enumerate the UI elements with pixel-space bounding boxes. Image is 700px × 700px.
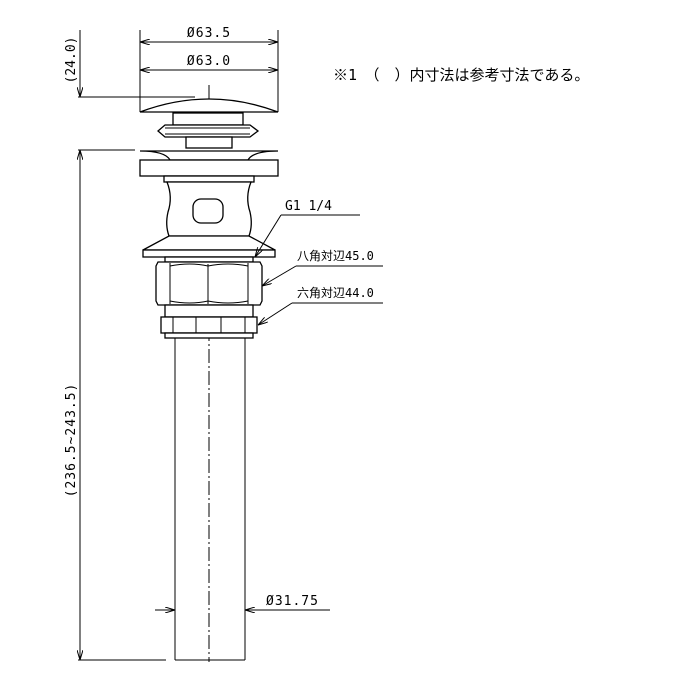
thread-callout: G1 1/4 — [255, 199, 360, 257]
reference-note: ※1 （ ）内寸法は参考寸法である。 — [333, 66, 589, 84]
tailpipe — [174, 338, 246, 661]
top-inner-diameter-label: Ø63.0 — [187, 54, 231, 69]
cap-height-label: (24.0) — [64, 37, 79, 84]
height-dimensions: (24.0) (236.5~243.5) — [64, 30, 195, 661]
thread-label: G1 1/4 — [285, 199, 332, 214]
top-outer-diameter-label: Ø63.5 — [187, 26, 231, 41]
octagon-nut — [155, 261, 263, 306]
hex-nut — [160, 304, 258, 339]
slot — [192, 198, 224, 224]
top-diameter-dimensions: Ø63.5 Ø63.0 — [139, 26, 279, 112]
octagon-nut-label: 八角対辺45.0 — [297, 249, 374, 263]
drain-cap — [139, 98, 279, 149]
hex-nut-label: 六角対辺44.0 — [297, 286, 374, 300]
octagon-nut-callout: 八角対辺45.0 — [262, 249, 383, 286]
pipe-diameter-label: Ø31.75 — [266, 594, 319, 609]
hex-nut-callout: 六角対辺44.0 — [258, 286, 383, 325]
drain-body — [139, 150, 279, 263]
pipe-diameter-dimension: Ø31.75 — [155, 594, 330, 610]
overall-length-label: (236.5~243.5) — [64, 383, 79, 498]
